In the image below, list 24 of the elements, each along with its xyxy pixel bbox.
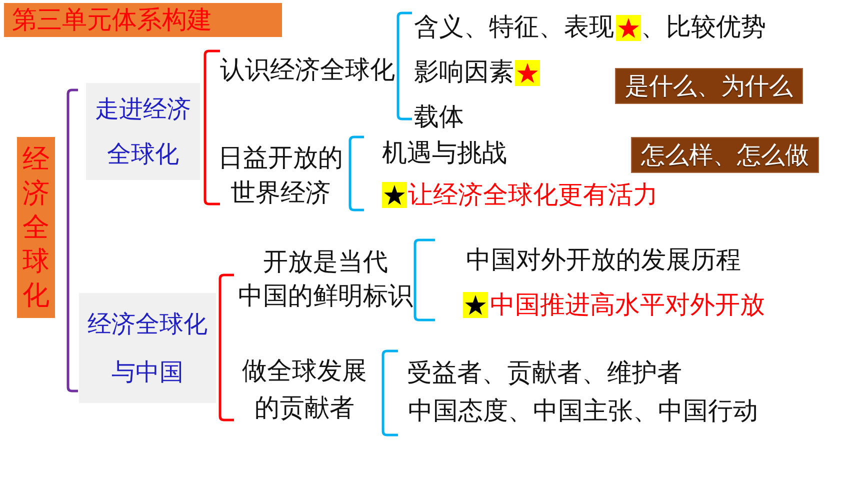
question-tag (615, 68, 803, 104)
question-tag (631, 137, 819, 173)
key-point-text: 让经济全球化更有活力 (408, 180, 658, 210)
point-text: 载体 (414, 102, 464, 132)
point-text: 、比较优势 (641, 12, 766, 42)
box-text: 经济全球化 (22, 142, 50, 312)
point-text: 机遇与挑战 (382, 138, 507, 168)
point-text: 影响因素 (414, 57, 514, 87)
topic-text: 做全球发展的贡献者 (242, 354, 367, 424)
topic-text: 日益开放的世界经济 (218, 142, 343, 208)
title-banner: 第三单元体系构建 (4, 3, 282, 37)
key-point-text: 中国推进高水平对外开放 (490, 290, 765, 320)
box-text: 经济全球化与中国 (88, 309, 208, 388)
point-text: 含义、特征、表现 (414, 12, 614, 42)
point-text: 中国对外开放的发展历程 (466, 245, 741, 275)
point-text: 受益者、贡献者、维护者 (407, 358, 682, 388)
section-box (79, 293, 216, 403)
topic-box (17, 137, 55, 318)
topic-text: 认识经济全球化 (220, 55, 395, 85)
point-text: 中国态度、中国主张、中国行动 (408, 396, 758, 426)
box-text: 怎么样、怎么做 (641, 140, 809, 170)
topic-text: 开放是当代中国的鲜明标识 (238, 246, 413, 312)
box-text: 是什么、为什么 (625, 71, 793, 101)
box-text: 走进经济全球化 (95, 94, 191, 170)
